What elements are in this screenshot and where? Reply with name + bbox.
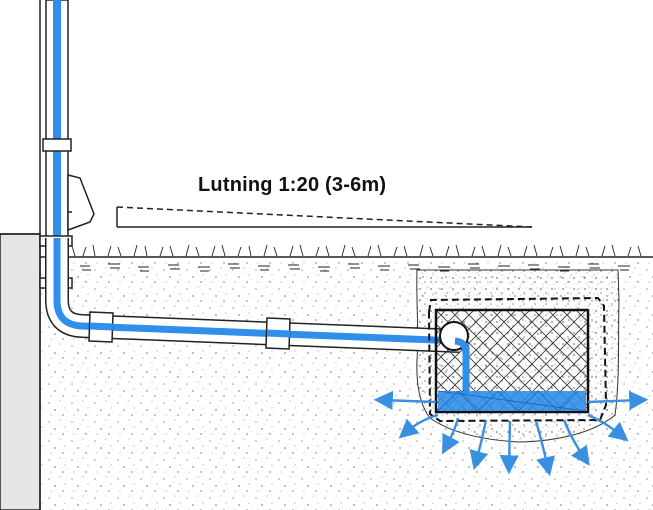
infiltration-crate xyxy=(434,308,590,414)
infiltration-arrows xyxy=(373,390,649,477)
downpipe-reducer xyxy=(67,174,95,232)
wall-foundation xyxy=(0,233,41,510)
ground-surface xyxy=(40,244,653,272)
downpipe xyxy=(45,0,69,241)
slope-label: Lutning 1:20 (3-6m) xyxy=(198,174,387,196)
downpipe-joint xyxy=(42,138,72,152)
building-wall xyxy=(0,0,41,510)
slope-indicator xyxy=(116,206,533,228)
geotextile-outline xyxy=(427,296,608,423)
